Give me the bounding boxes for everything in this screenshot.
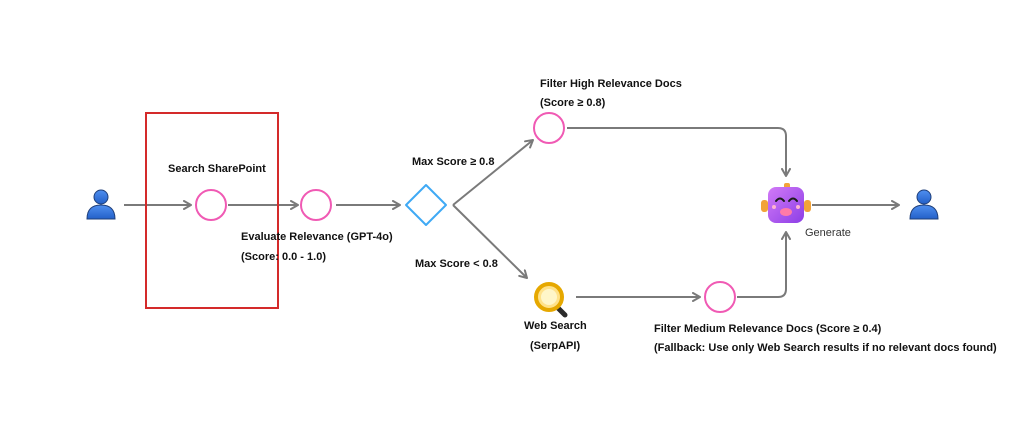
user-icon	[86, 189, 116, 220]
label-generate: Generate	[805, 227, 851, 239]
label-filter-medium: Filter Medium Relevance Docs (Score ≥ 0.…	[654, 323, 882, 335]
robot-icon[interactable]	[761, 183, 811, 223]
label-evaluate-score: (Score: 0.0 - 1.0)	[241, 251, 326, 263]
label-max-score-low: Max Score < 0.8	[415, 258, 498, 270]
label-filter-high: Filter High Relevance Docs	[540, 78, 682, 90]
filter-medium-node[interactable]	[704, 281, 736, 313]
edge-decision-to-filter-high	[452, 139, 534, 206]
evaluate-relevance-node[interactable]	[300, 189, 332, 221]
highlight-box	[145, 112, 279, 309]
label-filter-high-score: (Score ≥ 0.8)	[540, 97, 606, 109]
edge-decision-to-web-search	[452, 204, 528, 279]
edge-filter-high-to-generate	[567, 127, 791, 177]
label-evaluate-relevance: Evaluate Relevance (GPT-4o)	[241, 231, 393, 243]
label-filter-medium-fallback: (Fallback: Use only Web Search results i…	[654, 342, 997, 354]
magnifier-icon[interactable]	[534, 282, 568, 318]
label-max-score-high: Max Score ≥ 0.8	[412, 156, 495, 168]
edge-filter-medium-to-generate	[737, 231, 791, 298]
user-icon	[909, 189, 939, 220]
label-search-sharepoint: Search SharePoint	[168, 163, 266, 175]
label-web-search: Web Search	[524, 320, 587, 332]
label-web-search-api: (SerpAPI)	[530, 340, 581, 352]
search-sharepoint-node[interactable]	[195, 189, 227, 221]
filter-high-node[interactable]	[533, 112, 565, 144]
decision-diamond[interactable]	[405, 184, 447, 226]
